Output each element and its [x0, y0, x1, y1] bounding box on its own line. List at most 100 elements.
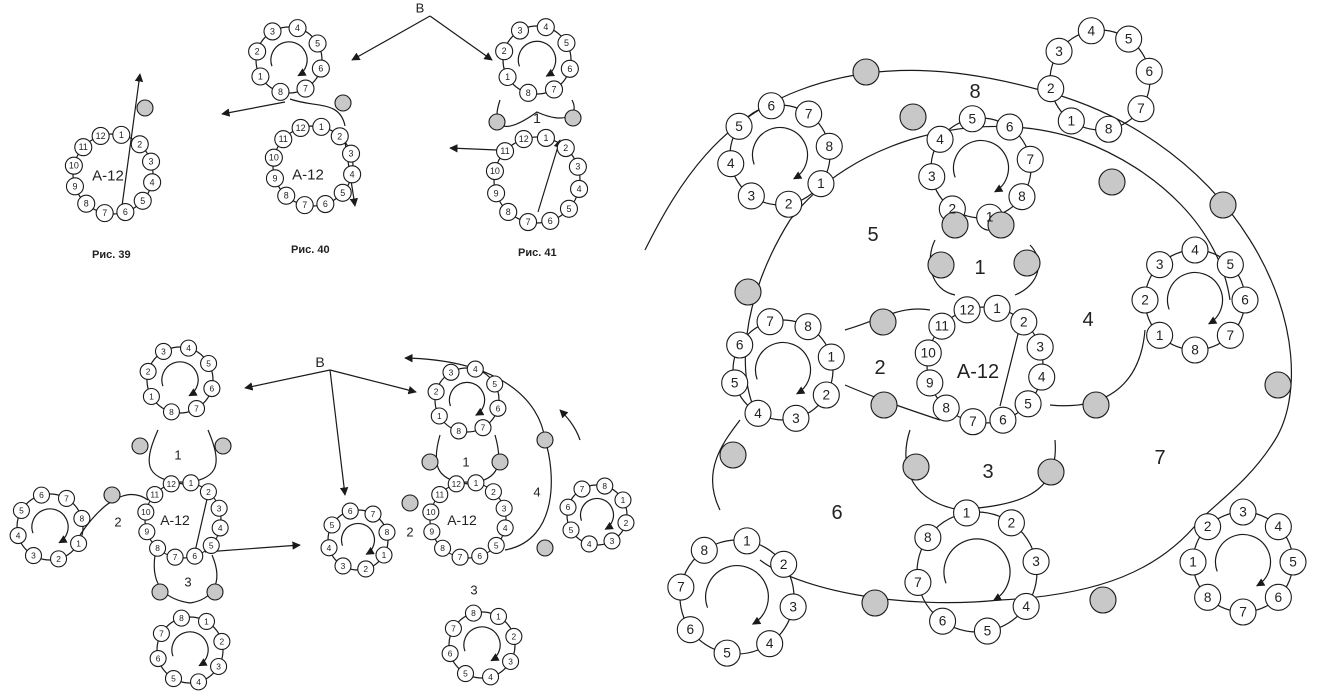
bead	[502, 652, 520, 671]
bead	[544, 80, 564, 99]
bead-number: 7	[303, 84, 308, 94]
bead-number: 6	[687, 622, 695, 637]
bead	[323, 516, 341, 534]
ring-label: 2	[406, 525, 413, 540]
arrow-fig39	[121, 73, 144, 207]
bead-number: 1	[1068, 113, 1076, 128]
bead-number: 4	[1038, 370, 1046, 385]
bead	[489, 399, 507, 417]
bead-number: 6	[477, 551, 482, 561]
bead-number: 7	[102, 208, 107, 218]
b-pointer-right	[429, 15, 493, 61]
bead	[65, 177, 85, 196]
bead-number: 9	[926, 375, 934, 390]
bead	[149, 649, 167, 668]
bead-number: 4	[350, 169, 355, 179]
bead	[213, 632, 231, 651]
ring-thread	[146, 346, 214, 414]
shaded-bead	[214, 437, 232, 455]
bead	[1146, 251, 1174, 279]
bead	[334, 557, 352, 575]
bead-number: 6	[1145, 64, 1153, 79]
bead-number: 6	[736, 338, 744, 353]
bead	[676, 616, 704, 644]
bead	[343, 165, 362, 184]
center-label: A-12	[447, 512, 477, 528]
bead-number: 8	[471, 608, 476, 618]
bead-number: 8	[155, 543, 160, 553]
bead	[295, 196, 314, 215]
ring-label: 8	[969, 81, 980, 103]
bead	[1181, 336, 1209, 364]
direction-arrow	[463, 626, 501, 662]
bead-number: 7	[1227, 328, 1235, 343]
direction-arrow	[579, 497, 615, 530]
bead	[1264, 513, 1292, 541]
bead-number: 2	[949, 201, 957, 216]
arrow-bl-right	[204, 541, 301, 553]
bead	[560, 59, 579, 78]
bead	[467, 474, 485, 492]
bead	[197, 612, 216, 630]
shaded-bead	[536, 431, 554, 449]
bead	[248, 42, 267, 61]
bead-number: 4	[488, 672, 493, 682]
thread-6-left	[711, 419, 741, 511]
bead-number: 4	[295, 23, 300, 33]
bead-number: 3	[1156, 257, 1164, 272]
bead-number: 3	[928, 169, 936, 184]
bead-number: 2	[1141, 293, 1149, 308]
bead	[320, 539, 338, 557]
bead	[795, 100, 823, 128]
shaded-bead	[719, 441, 747, 469]
bead-number: 11	[150, 490, 159, 500]
bead	[556, 138, 575, 158]
bead	[211, 519, 229, 537]
bead	[274, 130, 293, 149]
bead-number: 8	[456, 426, 461, 436]
bead	[57, 489, 76, 507]
bead-number: 8	[1105, 122, 1113, 137]
direction-arrow	[340, 522, 376, 555]
bead	[291, 118, 310, 138]
bead-number: 3	[610, 536, 615, 546]
bead-number: 6	[323, 199, 328, 209]
bead	[916, 369, 944, 397]
bead	[251, 67, 270, 86]
bead-number: 6	[318, 64, 323, 74]
bead	[614, 491, 632, 509]
bead-number: 4	[503, 523, 508, 533]
bead-number: 1	[817, 176, 825, 191]
bead-number: 4	[1022, 599, 1030, 614]
shaded-bead	[491, 453, 509, 471]
bead-number: 3	[508, 657, 513, 667]
bead-number: 11	[435, 490, 444, 500]
ring-label: 2	[874, 357, 885, 379]
bead-number: 9	[72, 181, 77, 191]
bead-number: 5	[315, 39, 320, 49]
bead	[510, 21, 530, 40]
bead-number: 1	[496, 611, 501, 621]
bead-number: 1	[743, 533, 751, 548]
bead-number: 8	[1018, 189, 1026, 204]
bead-number: 5	[494, 540, 499, 550]
bead-number: 8	[804, 319, 812, 334]
bead-number: 4	[1191, 243, 1199, 258]
shaded-bead	[103, 486, 121, 504]
bead-number: 1	[1156, 328, 1164, 343]
bead-number: 2	[1204, 519, 1212, 534]
center-label: A-12	[160, 512, 190, 528]
bead	[559, 199, 579, 218]
bead	[1012, 592, 1040, 620]
bead-number: 8	[526, 88, 531, 98]
bead	[312, 117, 331, 136]
bead-number: 2	[1020, 314, 1028, 329]
ring-thread	[16, 493, 84, 561]
shaded-bead	[1037, 458, 1065, 486]
bead-number: 4	[936, 132, 944, 147]
arrow-fig41-left	[449, 144, 498, 153]
ring-label: 1	[462, 455, 469, 470]
bead	[264, 148, 283, 167]
bead	[487, 184, 506, 203]
